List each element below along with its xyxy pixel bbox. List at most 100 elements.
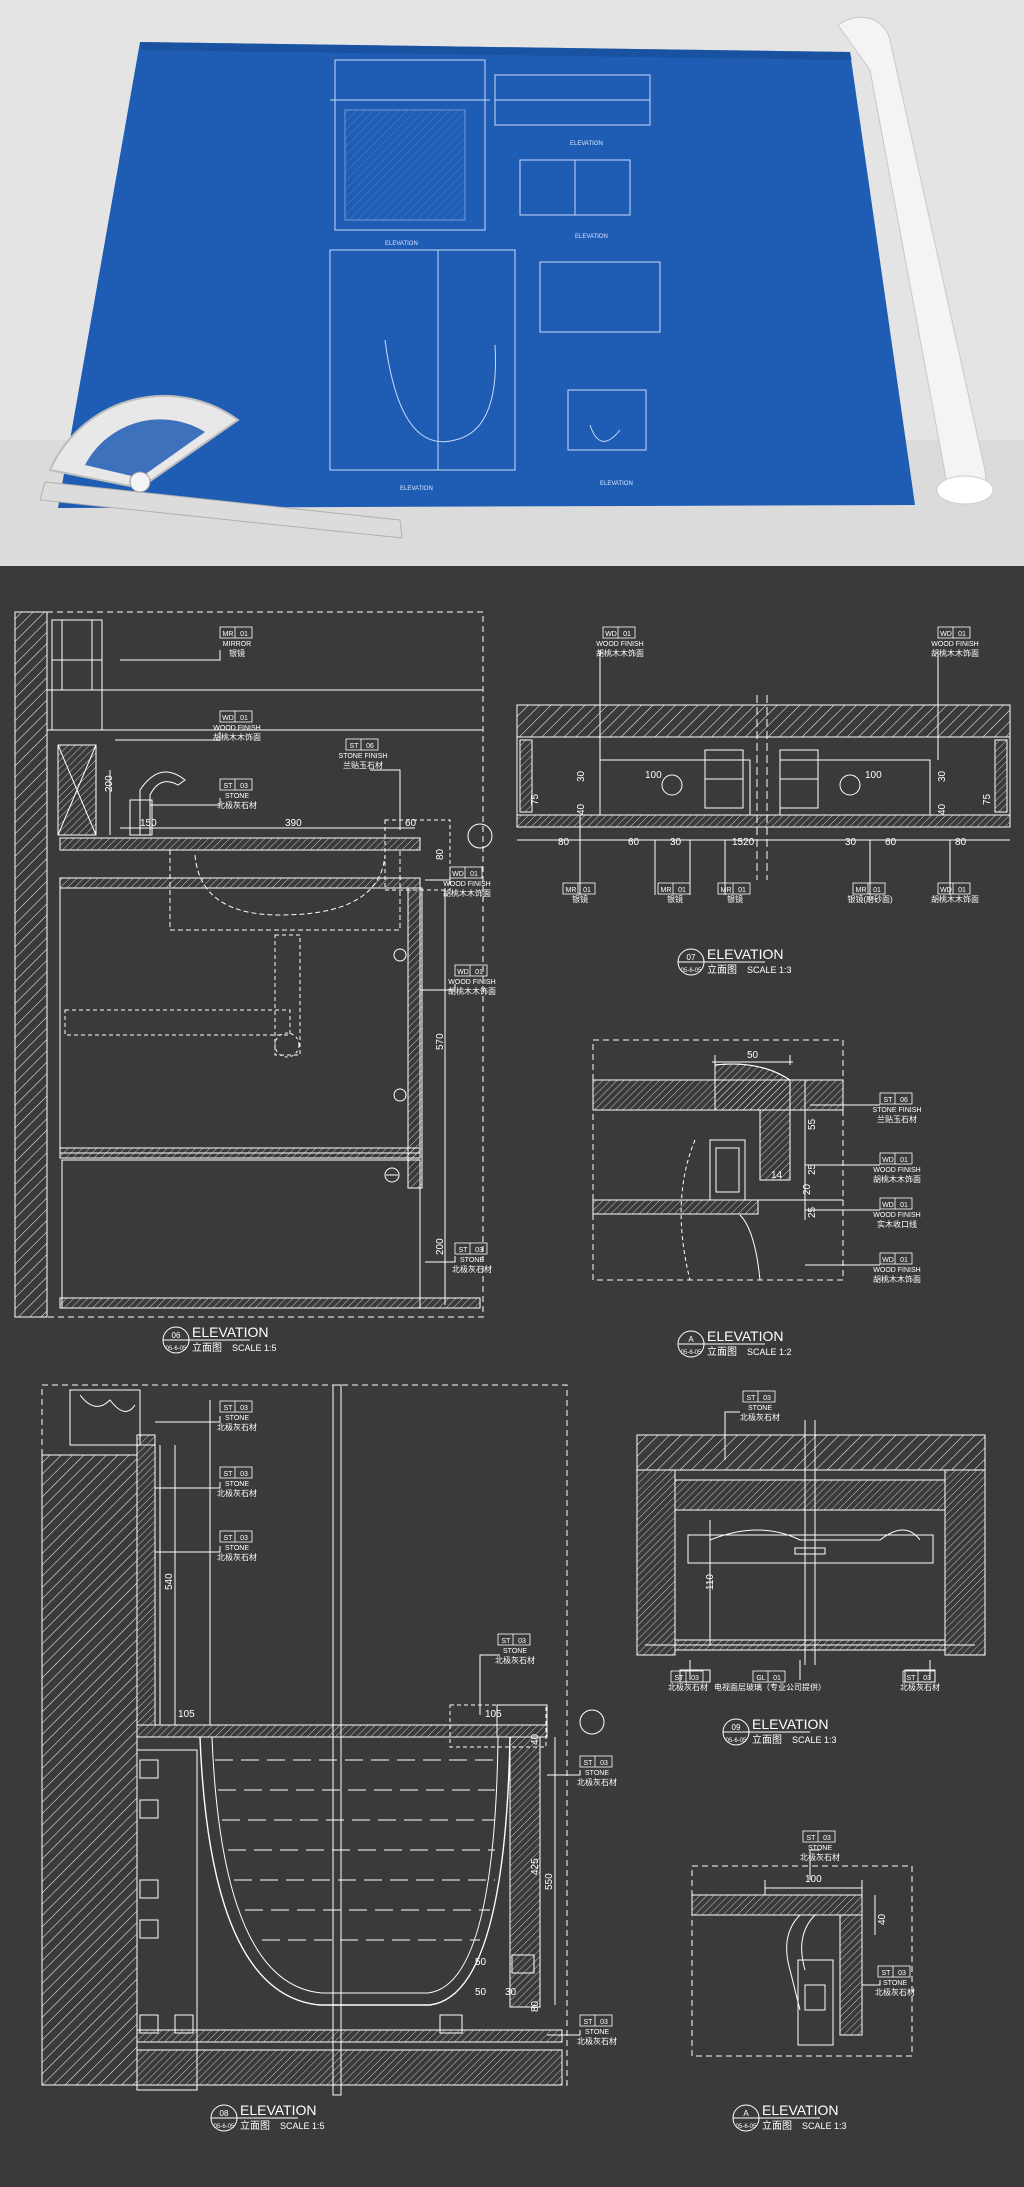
dim-label: 80 [435,848,446,860]
dim-label: 75 [530,793,541,805]
dim-label: 40 [530,1733,541,1745]
svg-text:ELEVATION: ELEVATION [600,481,633,487]
dim-label: 550 [544,1873,555,1890]
tag-box [454,1242,488,1255]
tag-material-name: WOOD FINISH [448,979,495,986]
tag-number: 01 [873,887,881,894]
tag-code: ST [224,1471,234,1478]
tag-box [670,1670,704,1683]
tag-material-cn: 银镜 [229,648,245,658]
tag-material-cn: 胡桃木木饰面 [596,648,644,658]
tag-material-cn: 银镜 [727,894,743,904]
scale-label: SCALE [747,965,777,975]
svg-text:ELEVATION: ELEVATION [400,486,433,492]
tag-material-name: STONE [883,1980,907,1987]
dim-label: 25 [807,1206,818,1218]
tag-code: ST [584,1760,594,1767]
scale-value: 1:2 [779,1347,792,1357]
tag-number: 01 [678,887,686,894]
tag-code: MR [566,887,577,894]
tag-material-name: STONE [585,1770,609,1777]
dim-label: 40 [937,803,948,815]
detail-number: A [743,2109,749,2118]
tag-code: ST [502,1638,512,1645]
sheet-reference: 05-6-05 [681,1350,702,1356]
detail-title: ELEVATION [752,1716,829,1732]
dim-label: 30 [576,770,587,782]
tag-material-name: WOOD FINISH [443,881,490,888]
dim-label: 100 [805,1874,822,1885]
tag-code: WD [605,631,617,638]
tag-code: ST [807,1835,817,1842]
sheet-reference: 05-6-05 [214,2124,235,2130]
detail-06-dims: 200 150 390 60 80 570 200 [104,775,446,1255]
tag-box [742,1390,776,1403]
tag-material-cn: 北极灰石材 [577,2036,617,2046]
detail-number: 07 [687,953,696,962]
tag-box [937,626,971,639]
tag-code: ST [675,1675,685,1682]
tag-material-cn: 北极灰石材 [217,800,257,810]
dim-label: 100 [645,770,662,781]
scale-label: SCALE [280,2121,310,2131]
tag-number: 03 [240,1535,248,1542]
scale-value: 1:5 [264,1343,277,1353]
scale-value: 1:5 [312,2121,325,2131]
dim-label: 55 [807,1118,818,1130]
dim-label: 540 [164,1573,175,1590]
tag-box [219,778,253,791]
detail-title-cn: 立面图 [707,963,737,976]
dim-label: 200 [104,775,115,792]
tag-material-name: STONE [225,1481,249,1488]
tag-number: 01 [900,1202,908,1209]
tag-code: WD [882,1202,894,1209]
blueprint-preview: ELEVATION ELEVATION ELEVATION ELEVATION … [0,0,1024,566]
tag-material-name: STONE FINISH [873,1107,922,1114]
dim-label: 1520 [732,837,755,848]
sheet-reference: 05-6-05 [681,968,702,974]
tag-code: ST [224,783,234,790]
detail-number: 08 [220,2109,229,2118]
tag-box [879,1092,913,1105]
tag-material-name: WOOD FINISH [873,1267,920,1274]
detail-07-dims: 100 100 30 75 40 75 30 40 80 60 30 1520 … [530,770,993,848]
tag-material-name: STONE [503,1648,527,1655]
dim-label: 570 [435,1033,446,1050]
tag-number: 03 [923,1675,931,1682]
tag-box [497,1633,531,1646]
tag-material-cn: 银镜(磨砂面) [847,894,893,904]
tag-box [852,882,886,895]
tag-number: 03 [240,1471,248,1478]
tag-code: ST [350,743,360,750]
svg-text:ELEVATION: ELEVATION [570,141,603,147]
tag-number: 01 [475,969,483,976]
tag-box [717,882,751,895]
detail-title: ELEVATION [707,1328,784,1344]
tag-box [219,1530,253,1543]
tag-code: MR [661,887,672,894]
tag-material-name: WOOD FINISH [873,1212,920,1219]
scale-value: 1:3 [779,965,792,975]
scale-label: SCALE [802,2121,832,2131]
dim-label: 60 [628,837,640,848]
tag-number: 03 [763,1395,771,1402]
dim-label: 50 [475,1987,487,1998]
tag-code: WD [940,631,952,638]
tag-number: 03 [475,1247,483,1254]
tag-code: ST [884,1097,894,1104]
scale-value: 1:3 [834,2121,847,2131]
